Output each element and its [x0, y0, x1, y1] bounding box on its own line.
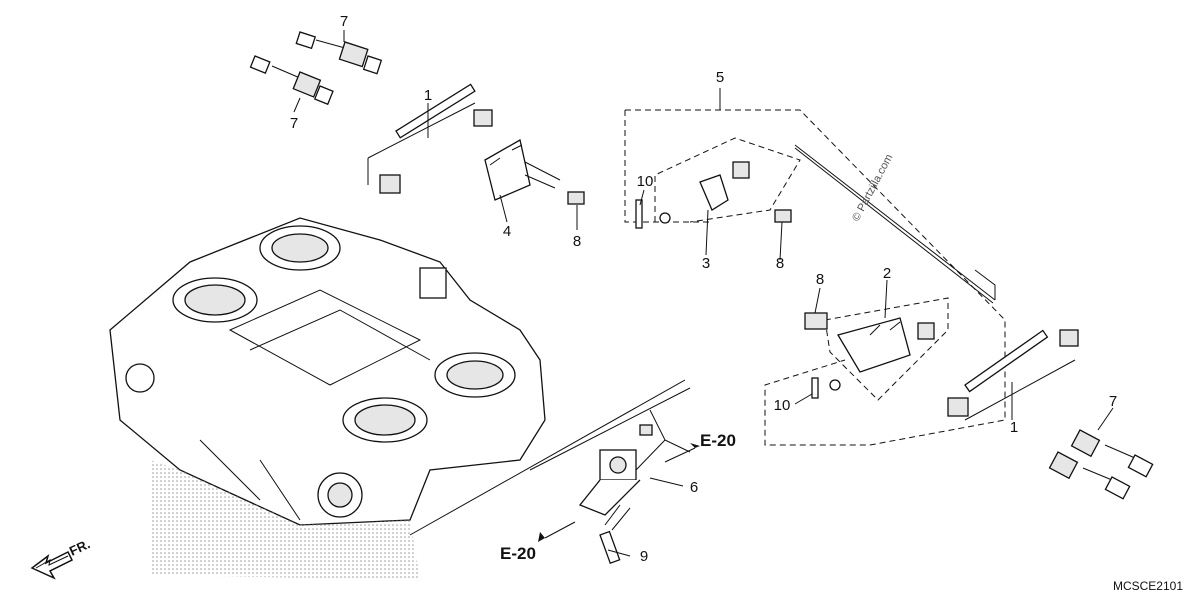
bracket-left [484, 138, 585, 205]
throttle-body-assembly [109, 217, 546, 580]
lever-3 [635, 161, 792, 229]
callout-7-right: 7 [1109, 393, 1117, 410]
watermark: © Partzilla.com [850, 152, 895, 223]
callout-5: 5 [716, 69, 724, 86]
link-assembly-enclosure [624, 109, 1006, 446]
callout-10-top: 10 [637, 173, 654, 190]
callout-4: 4 [503, 223, 511, 240]
diagram-code: MCSCE2101 [1113, 579, 1183, 593]
lever-2 [804, 312, 935, 399]
callout-6: 6 [690, 479, 698, 496]
callout-10-bottom: 10 [774, 397, 791, 414]
callout-7-top: 7 [340, 13, 348, 30]
sensor-right-2 [1048, 451, 1131, 500]
callout-2: 2 [883, 265, 891, 282]
reference-e20-left: E-20 [500, 544, 536, 563]
sensor-right-1 [1070, 429, 1154, 478]
callout-1-right: 1 [1010, 419, 1018, 436]
leader-lines [293, 30, 1114, 557]
callout-8-c: 8 [816, 271, 824, 288]
shaft-right [947, 329, 1079, 421]
callout-8-a: 8 [573, 233, 581, 250]
callout-7-left: 7 [290, 115, 298, 132]
callout-3: 3 [702, 255, 710, 272]
reference-e20-right: E-20 [700, 431, 736, 450]
sensor-top-1 [295, 31, 383, 75]
front-direction-label: FR. [67, 536, 92, 558]
front-direction-arrow [30, 550, 74, 580]
sensor-top-2 [249, 55, 334, 106]
callout-8-b: 8 [776, 255, 784, 272]
shaft-left [367, 83, 493, 194]
callout-1-left: 1 [424, 87, 432, 104]
sensor-unit-6 [409, 379, 700, 565]
callout-9: 9 [640, 548, 648, 565]
